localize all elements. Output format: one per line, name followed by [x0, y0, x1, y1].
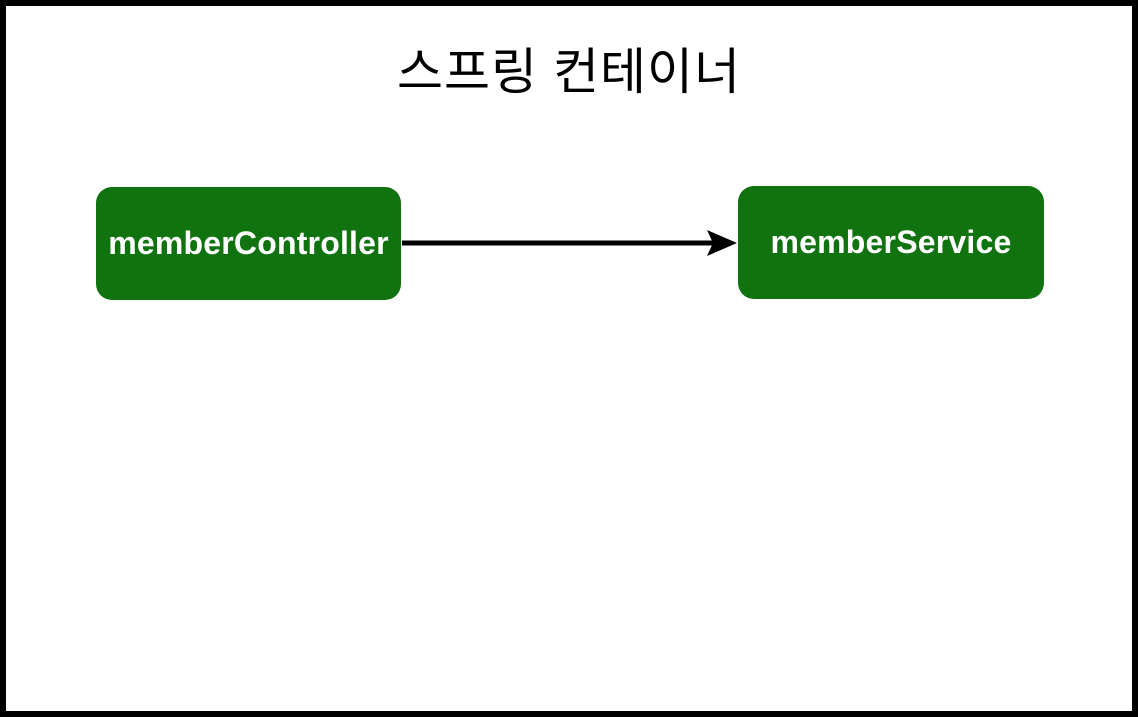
diagram-title: 스프링 컨테이너 [397, 44, 741, 100]
node-member-service-label: memberService [770, 224, 1012, 260]
node-member-controller: memberController [96, 187, 401, 300]
arrow-controller-to-service [402, 230, 737, 256]
node-member-service: memberService [738, 186, 1044, 299]
node-member-controller-label: memberController [108, 225, 389, 261]
